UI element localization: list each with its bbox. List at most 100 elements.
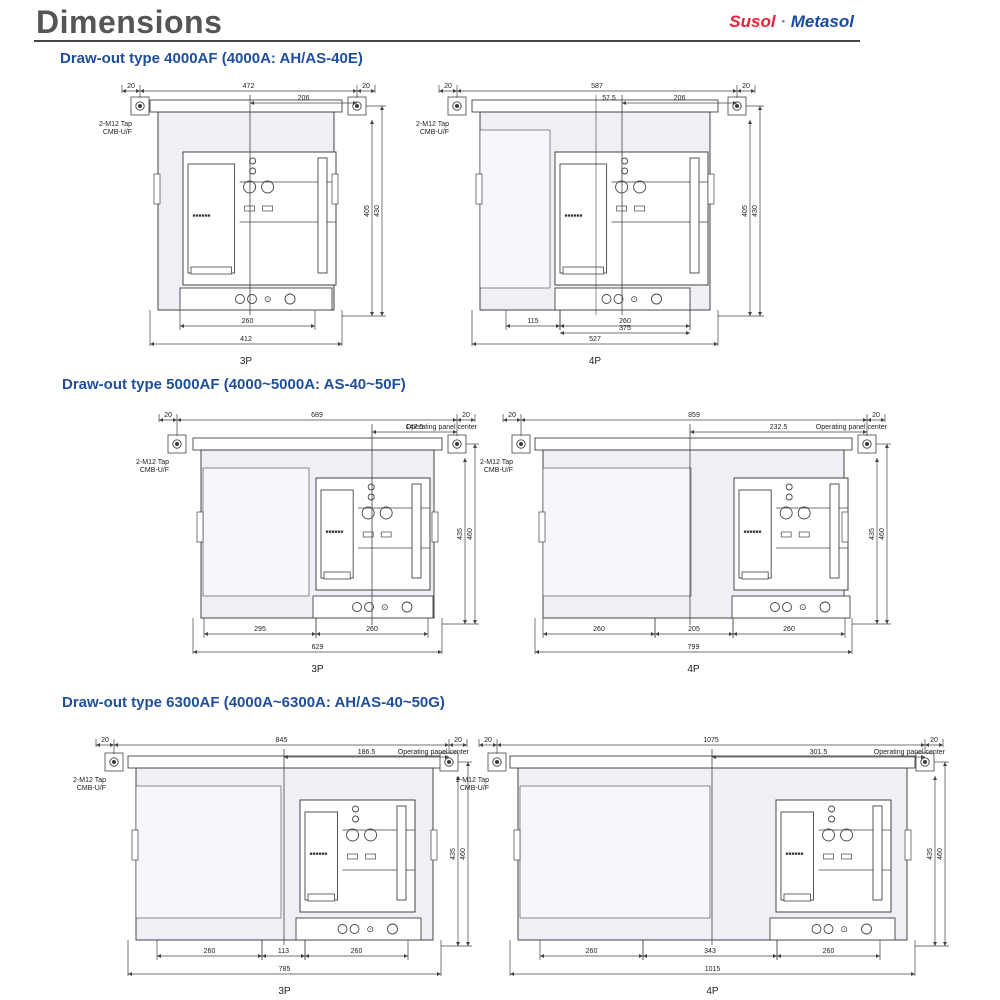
arrow-head: [535, 650, 539, 654]
arrow-head: [472, 342, 476, 346]
padlock-hole-icon: [861, 923, 872, 935]
arrow-head: [943, 762, 947, 766]
arrow-head: [150, 342, 154, 346]
charging-handle: [317, 157, 328, 274]
dimension-value: 412: [240, 336, 252, 343]
arrow-head: [316, 632, 320, 636]
brand-secondary: Metasol: [790, 12, 854, 31]
dimension-value: 260: [783, 626, 795, 633]
arrow-head: [921, 743, 925, 747]
dimension-value: 435: [869, 528, 876, 540]
arrow-head: [863, 430, 867, 434]
label-plate: [823, 853, 834, 860]
arrow-head: [729, 632, 733, 636]
dimension-value: 629: [312, 644, 324, 651]
dimension-value: 527: [589, 336, 601, 343]
side-clip: [153, 173, 161, 205]
dimension-value: 115: [527, 318, 538, 325]
tap-hole-center-icon: [922, 759, 928, 765]
arrow-head: [136, 89, 140, 93]
indicator-led-icon: [758, 530, 762, 533]
off-button-icon: [379, 506, 393, 520]
indicator-led-icon: [201, 214, 205, 217]
pole-compartment: [519, 785, 711, 919]
indicator-led-icon: [573, 214, 577, 217]
indicator-lamp-icon: [828, 805, 835, 813]
indicator-led-icon: [788, 852, 792, 855]
label-plate: [380, 531, 392, 538]
indicator-led-icon: [324, 852, 328, 855]
tap-hole-center-icon: [137, 103, 143, 109]
arrow-head: [471, 418, 475, 422]
indicator-led-icon: [340, 530, 344, 533]
dimension-value: 435: [927, 848, 934, 860]
racking-port-icon: [601, 294, 612, 304]
dimension-value: 405: [364, 205, 371, 217]
dimension-value: 260: [823, 948, 835, 955]
label-plate: [798, 531, 810, 538]
side-clip: [707, 173, 715, 205]
dimension-value: 460: [460, 848, 467, 860]
side-clip: [513, 829, 521, 861]
arrow-head: [748, 120, 752, 124]
arrow-head: [733, 89, 737, 93]
tap-hole-center-icon: [446, 759, 452, 765]
arrow-head: [493, 743, 497, 747]
padlock-hole-icon: [651, 293, 662, 305]
arrow-head: [506, 324, 510, 328]
side-clip: [131, 829, 139, 861]
arrow-head: [204, 632, 208, 636]
dimension-value: 20: [127, 83, 135, 90]
pole-label: 4P: [589, 356, 602, 367]
dimension-value: 460: [937, 848, 944, 860]
indicator-lamp-icon: [785, 483, 793, 491]
arrow-head: [128, 972, 132, 976]
arrow-head: [449, 743, 453, 747]
arrow-head: [911, 972, 915, 976]
arrow-head: [96, 743, 100, 747]
rating-plate: [307, 893, 335, 902]
tap-hole-center-icon: [354, 103, 360, 109]
dimension-value: 1015: [705, 966, 721, 973]
dimension-value: 20: [164, 412, 172, 419]
lock-icon: ⊙: [367, 925, 375, 935]
dimension-value: 20: [101, 737, 109, 744]
dimension-value: 20: [454, 737, 462, 744]
arrow-head: [560, 324, 564, 328]
controller-display: [738, 489, 772, 579]
pole-label: 4P: [706, 986, 719, 997]
tap-label: CMB-U/F: [140, 467, 169, 474]
arrow-head: [301, 954, 305, 958]
arrow-head: [463, 620, 467, 624]
arrow-head: [748, 312, 752, 316]
pole-compartment: [479, 129, 551, 289]
tap-hole-center-icon: [864, 441, 870, 447]
pole-compartment: [202, 467, 310, 597]
side-clip: [431, 511, 439, 543]
padlock-hole-icon: [819, 601, 831, 613]
tap-label: 2-M12 Tap: [99, 121, 132, 128]
dimension-value: 799: [688, 644, 700, 651]
position-indicator-icon: [247, 294, 257, 304]
rating-plate: [562, 266, 605, 275]
arrow-head: [867, 418, 871, 422]
arrow-head: [312, 632, 316, 636]
arrow-head: [173, 418, 177, 422]
arrow-head: [353, 89, 357, 93]
on-button-icon: [346, 828, 359, 842]
arrow-head: [437, 972, 441, 976]
lock-icon: ⊙: [264, 295, 272, 305]
dimension-value: 430: [752, 205, 759, 217]
title-rule: [34, 40, 860, 42]
dimension-value: 20: [462, 412, 470, 419]
controller-display: [780, 811, 814, 901]
charging-handle: [829, 483, 840, 579]
dimension-value: 206: [674, 95, 686, 102]
section-title-5000af: Draw-out type 5000AF (4000~5000A: AS-40~…: [62, 376, 406, 393]
label-plate: [262, 205, 273, 212]
indicator-lamp-icon: [249, 167, 257, 175]
dimension-value: 113: [278, 948, 289, 955]
